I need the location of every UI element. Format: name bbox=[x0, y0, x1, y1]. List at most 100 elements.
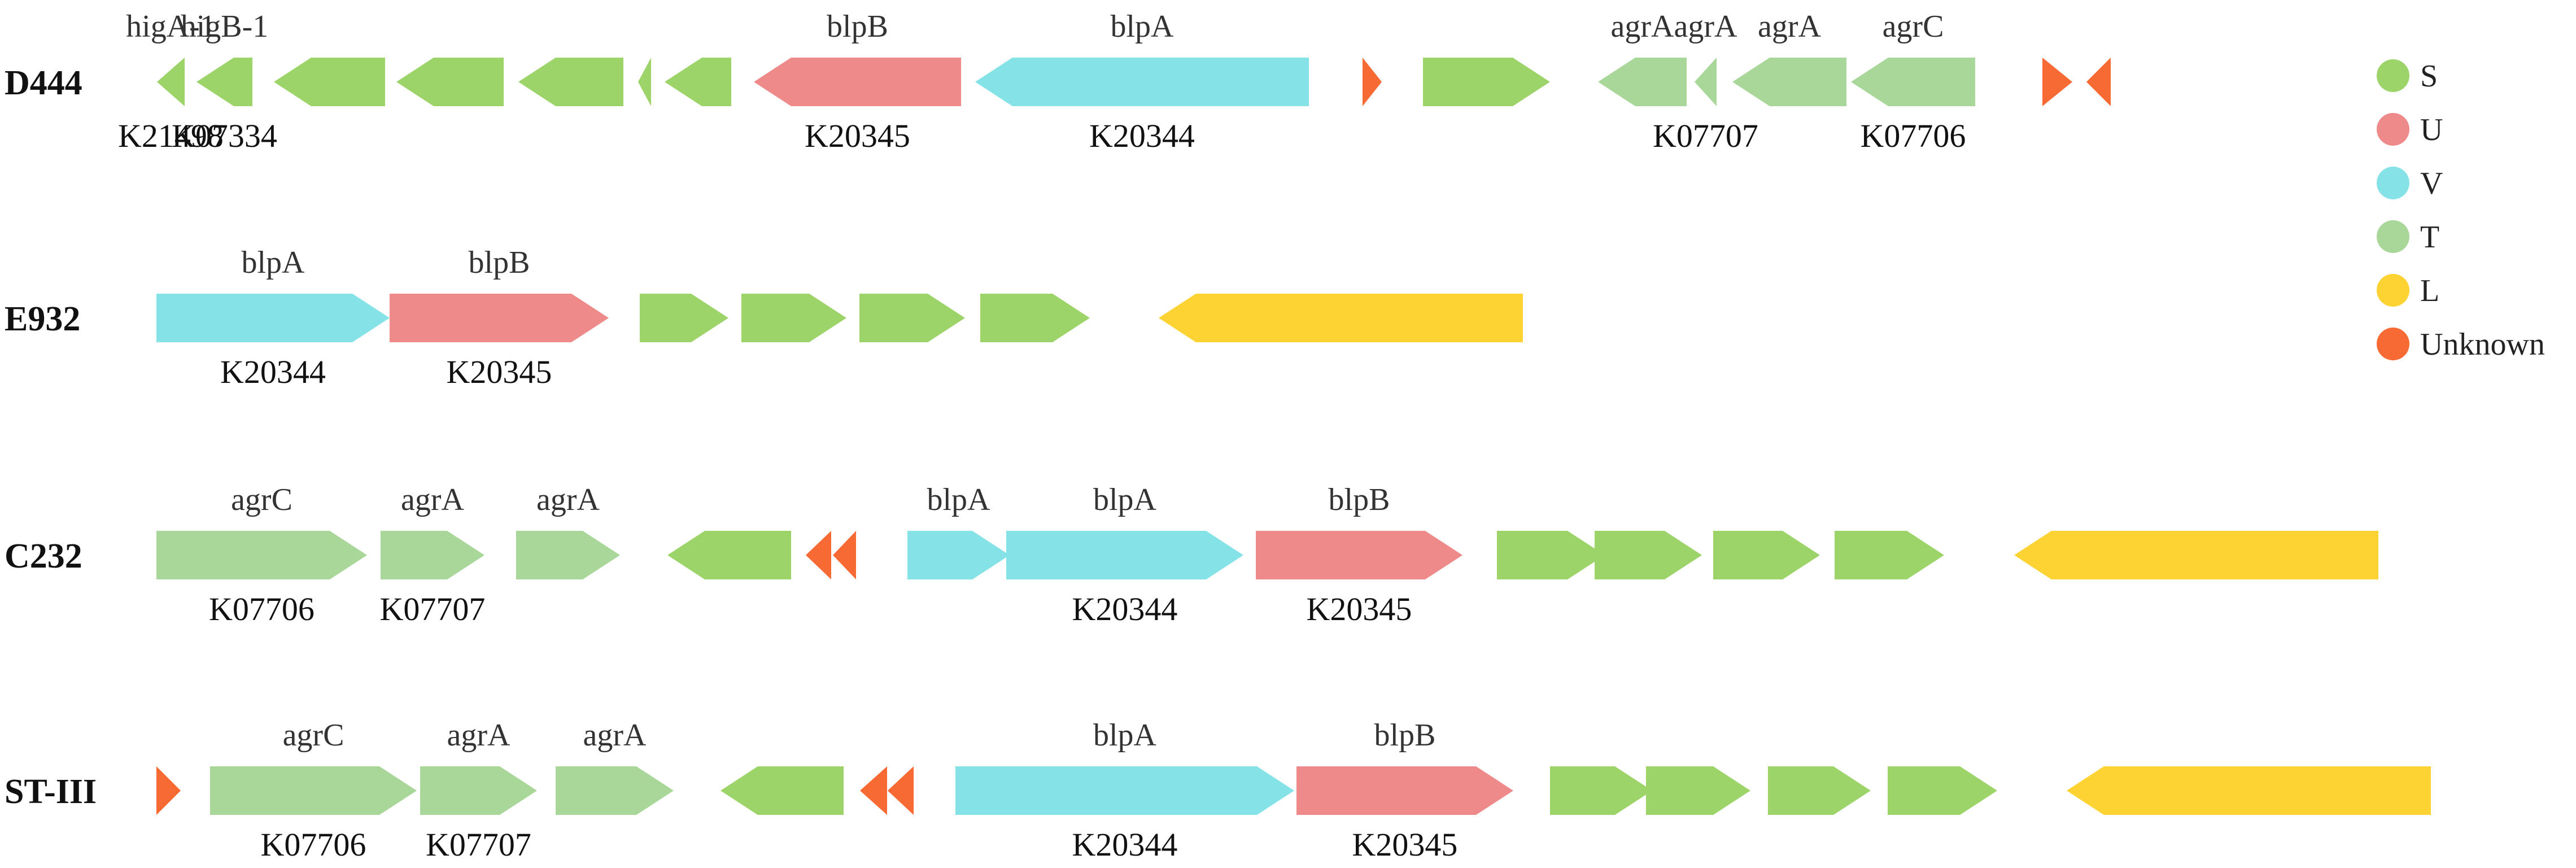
ko-id-label: K20345 bbox=[447, 354, 552, 390]
legend-label: V bbox=[2420, 166, 2443, 201]
gene-arrow bbox=[2086, 58, 2111, 106]
ko-id-label: K07706 bbox=[1861, 117, 1966, 154]
gene-arrow bbox=[833, 531, 856, 579]
gene-name-label: blpA bbox=[1093, 482, 1157, 517]
gene-arrow bbox=[516, 531, 620, 579]
legend-label: U bbox=[2420, 112, 2443, 147]
gene-arrow bbox=[638, 58, 651, 106]
ko-id-label: K20345 bbox=[1352, 826, 1458, 863]
gene-arrow bbox=[1595, 531, 1702, 579]
ko-id-label: K20344 bbox=[1072, 591, 1178, 627]
gene-arrow bbox=[1256, 531, 1462, 579]
gene-arrow bbox=[1598, 58, 1687, 106]
ko-id-label: K20344 bbox=[1089, 117, 1195, 154]
ko-id-label: K07707 bbox=[1653, 117, 1758, 154]
gene-name-label: agrA bbox=[583, 718, 647, 753]
legend-swatch bbox=[2377, 167, 2409, 199]
legend-swatch bbox=[2377, 328, 2409, 360]
gene-arrow bbox=[806, 531, 831, 579]
ko-id-label: K20344 bbox=[220, 354, 326, 390]
gene-arrow bbox=[156, 531, 367, 579]
gene-arrow bbox=[2014, 531, 2378, 579]
gene-name-label: blpA bbox=[927, 482, 991, 517]
gene-arrow bbox=[667, 531, 791, 579]
ko-id-label: K20344 bbox=[1072, 826, 1178, 863]
gene-name-label: blpA bbox=[242, 245, 305, 280]
gene-arrow bbox=[1851, 58, 1975, 106]
gene-arrow bbox=[1363, 58, 1382, 106]
legend-item-l: L bbox=[2377, 273, 2439, 308]
gene-name-label: higB-1 bbox=[181, 9, 269, 44]
gene-arrow bbox=[390, 294, 609, 342]
gene-name-label: blpB bbox=[1374, 718, 1436, 753]
gene-name-label: agrA bbox=[1674, 9, 1738, 44]
gene-arrow bbox=[396, 58, 504, 106]
gene-name-label: blpB bbox=[1329, 482, 1390, 517]
gene-arrow bbox=[274, 58, 385, 106]
gene-arrow bbox=[210, 766, 417, 815]
legend-swatch bbox=[2377, 113, 2409, 146]
gene-arrow bbox=[741, 294, 846, 342]
track-name: D444 bbox=[5, 64, 82, 102]
legend-label: L bbox=[2420, 273, 2439, 308]
gene-name-label: blpB bbox=[469, 245, 530, 280]
gene-name-label: agrA bbox=[401, 482, 465, 517]
legend-item-s: S bbox=[2377, 59, 2438, 94]
legend-item-u: U bbox=[2377, 112, 2443, 147]
gene-arrow bbox=[1835, 531, 1944, 579]
gene-arrow bbox=[518, 58, 623, 106]
gene-name-label: blpB bbox=[827, 9, 888, 44]
gene-arrow bbox=[1695, 58, 1717, 106]
gene-name-label: agrC bbox=[231, 482, 292, 517]
gene-name-label: higA-1 bbox=[126, 9, 216, 44]
gene-arrow bbox=[1159, 294, 1523, 342]
legend-swatch bbox=[2377, 59, 2409, 92]
gene-arrow bbox=[381, 531, 484, 579]
gene-arrow bbox=[975, 58, 1309, 106]
ko-id-label: K07706 bbox=[261, 826, 366, 863]
gene-arrow bbox=[1646, 766, 1750, 815]
gene-arrow bbox=[157, 58, 185, 106]
gene-name-label: blpA bbox=[1111, 9, 1175, 44]
ko-id-label: K21498 bbox=[118, 117, 224, 154]
gene-arrow bbox=[2067, 766, 2431, 815]
gene-name-label: agrA bbox=[536, 482, 600, 517]
gene-arrow bbox=[721, 766, 844, 815]
track-name: E932 bbox=[5, 300, 80, 338]
gene-name-label: agrA bbox=[1758, 9, 1822, 44]
gene-arrow bbox=[2042, 58, 2072, 106]
gene-arrow bbox=[1550, 766, 1652, 815]
ko-id-label: K07706 bbox=[209, 591, 315, 627]
gene-arrow bbox=[860, 766, 887, 815]
track-c232: C232 agrC K07706 agrA K07707 agrA blpA blpA K203… bbox=[5, 482, 2378, 627]
gene-name-label: agrC bbox=[1883, 9, 1944, 44]
gene-arrow bbox=[1732, 58, 1846, 106]
gene-arrow bbox=[955, 766, 1294, 815]
gene-arrow bbox=[907, 531, 1010, 579]
ko-id-label: K20345 bbox=[1307, 591, 1412, 627]
gene-arrow bbox=[665, 58, 731, 106]
gene-arrow bbox=[640, 294, 728, 342]
gene-name-label: agrA bbox=[447, 718, 511, 753]
legend-swatch bbox=[2377, 274, 2409, 307]
gene-arrow bbox=[556, 766, 674, 815]
gene-arrow bbox=[1423, 58, 1550, 106]
gene-arrow bbox=[156, 766, 181, 815]
gene-arrow bbox=[197, 58, 252, 106]
ko-id-label: K07707 bbox=[380, 591, 486, 627]
legend-swatch bbox=[2377, 220, 2409, 253]
legend-label: T bbox=[2420, 220, 2439, 255]
track-name: ST-III bbox=[5, 773, 97, 811]
legend-item-v: V bbox=[2377, 166, 2443, 201]
track-name: C232 bbox=[5, 537, 82, 575]
gene-arrow bbox=[888, 766, 914, 815]
ko-id-label: K07707 bbox=[426, 826, 531, 863]
ko-id-label: K07334 bbox=[172, 117, 277, 154]
gene-arrow bbox=[1713, 531, 1820, 579]
gene-arrow bbox=[1768, 766, 1871, 815]
gene-arrow bbox=[1006, 531, 1243, 579]
